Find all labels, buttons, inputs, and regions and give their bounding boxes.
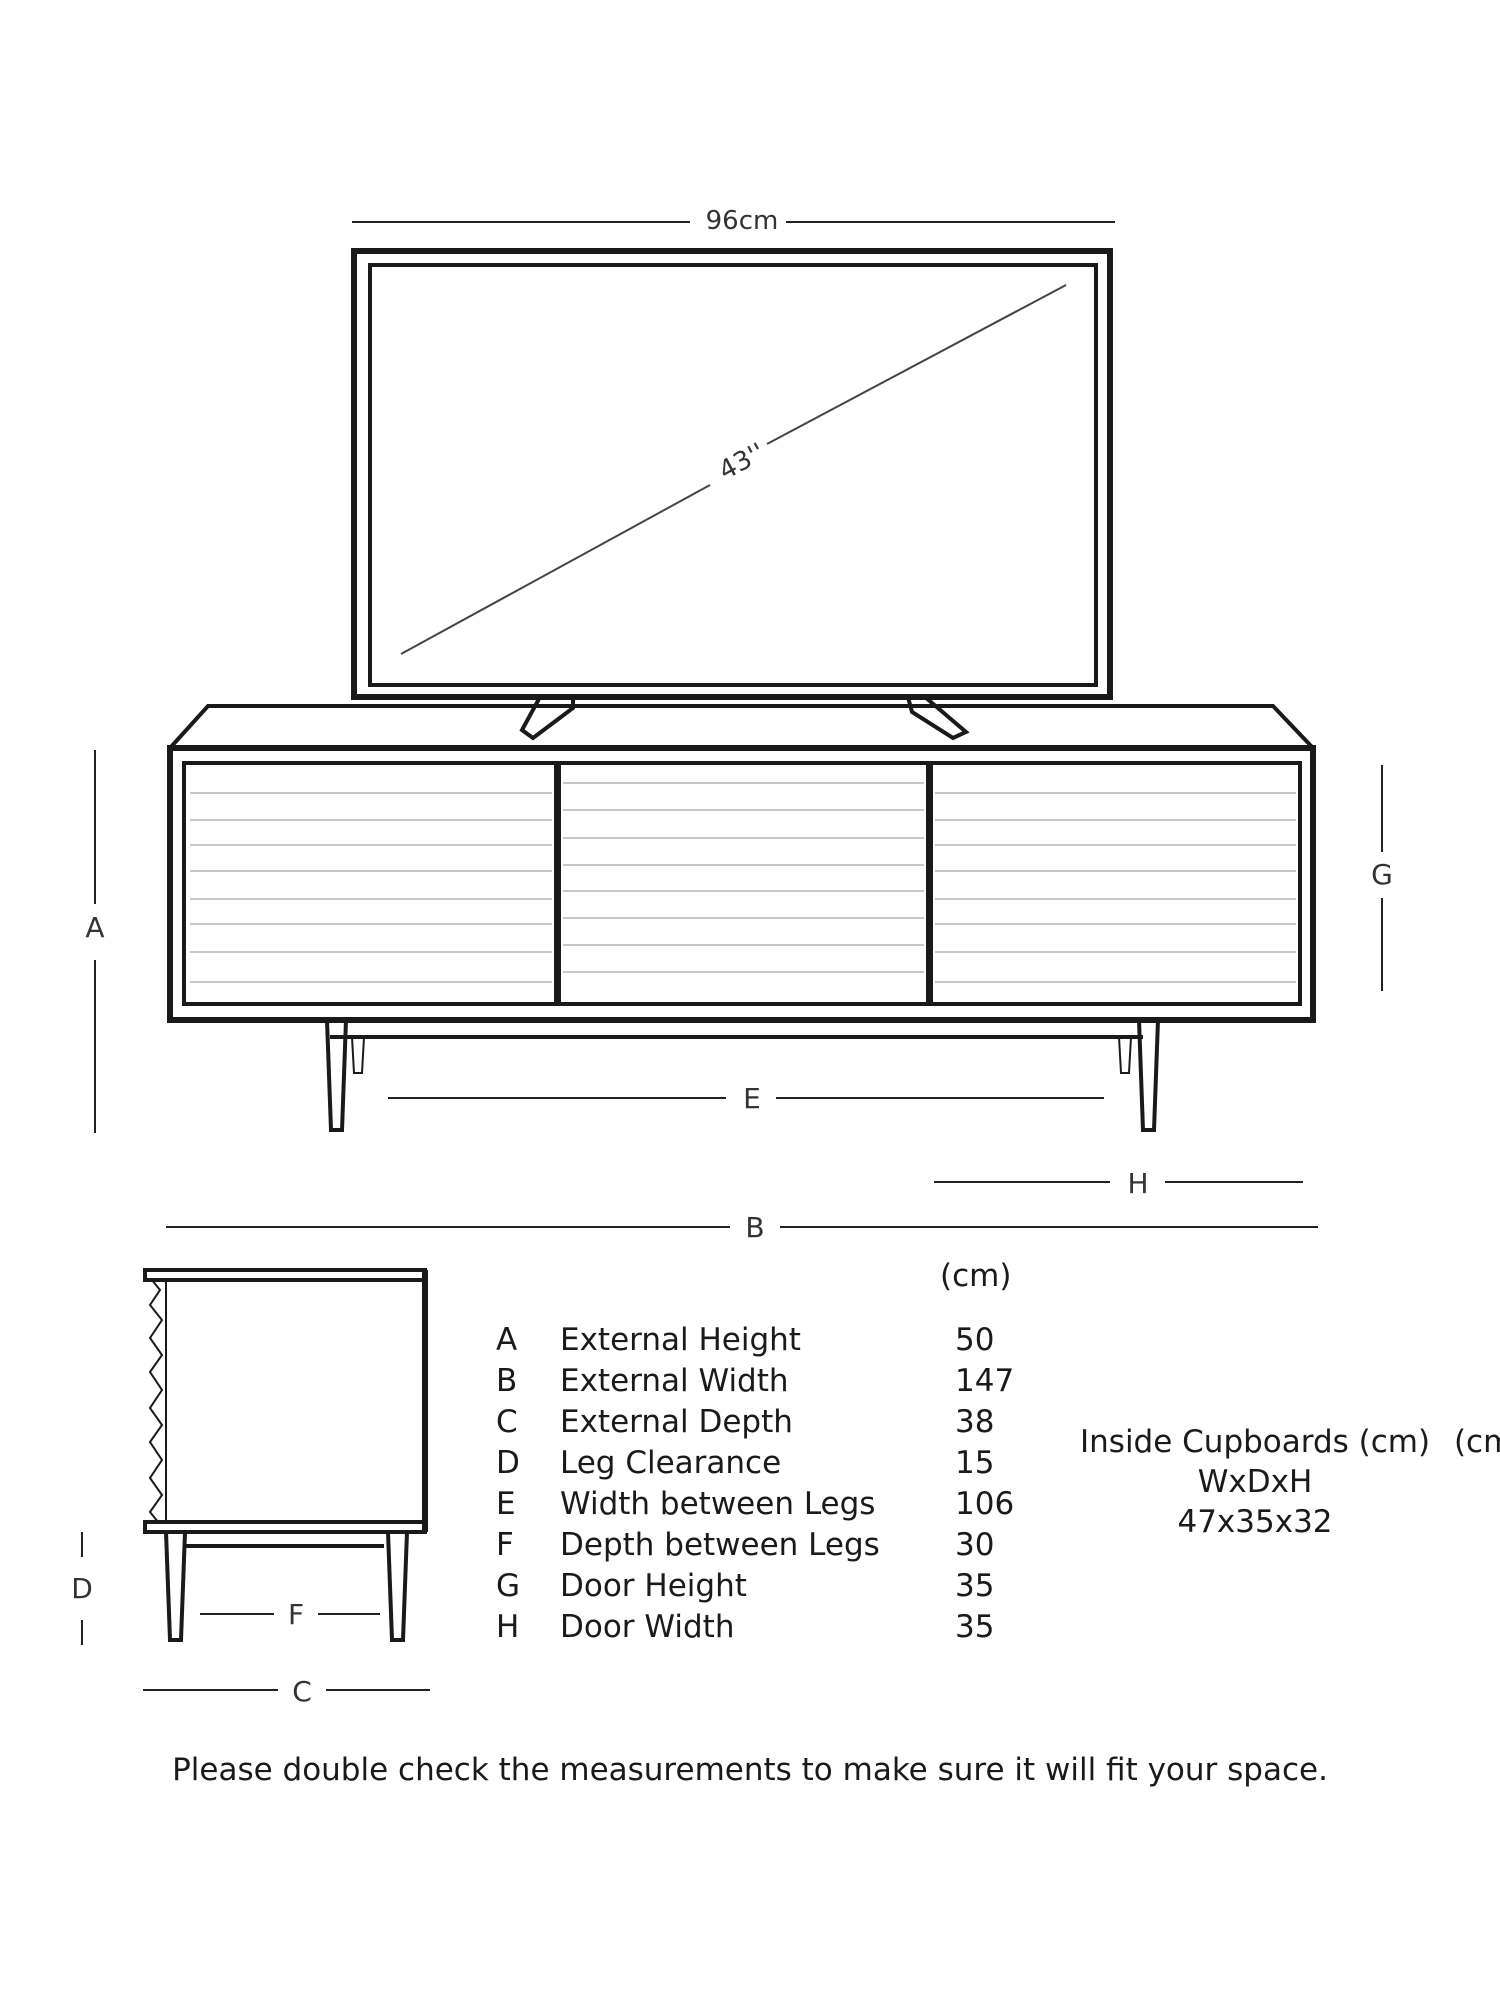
dimension-b: B bbox=[166, 1211, 1318, 1244]
spec-name-a: External Height bbox=[560, 1322, 801, 1358]
door-slats bbox=[190, 782, 1296, 983]
spec-letter-h: H bbox=[496, 1609, 520, 1645]
spec-value-f: 30 bbox=[955, 1527, 995, 1563]
spec-letter-f: F bbox=[496, 1527, 514, 1563]
inside-cupboards-format: WxDxH bbox=[1197, 1464, 1313, 1500]
spec-name-f: Depth between Legs bbox=[560, 1527, 880, 1563]
dimension-e-label: E bbox=[743, 1082, 761, 1115]
inside-cupboards-extra: (cm bbox=[1453, 1424, 1500, 1460]
spec-letter-g: G bbox=[496, 1568, 521, 1604]
spec-name-c: External Depth bbox=[560, 1404, 793, 1440]
spec-name-h: Door Width bbox=[560, 1609, 735, 1645]
footer-note: Please double check the measurements to … bbox=[172, 1752, 1328, 1788]
back-left-leg bbox=[351, 1036, 365, 1074]
side-right-leg bbox=[386, 1531, 409, 1642]
tv-diagonal-label: 43'' bbox=[714, 438, 770, 487]
side-left-leg bbox=[164, 1531, 187, 1642]
dimension-b-label: B bbox=[745, 1211, 764, 1244]
inside-cupboards-value: 47x35x32 bbox=[1177, 1504, 1333, 1540]
dimension-c: C bbox=[143, 1675, 430, 1708]
back-right-leg bbox=[1118, 1036, 1132, 1074]
dimension-d: D bbox=[71, 1532, 93, 1645]
sideboard-front-view bbox=[167, 704, 1316, 1132]
spec-name-d: Leg Clearance bbox=[560, 1445, 782, 1481]
spec-table-unit-header: (cm) bbox=[940, 1258, 1012, 1294]
spec-letter-d: D bbox=[496, 1445, 520, 1481]
front-right-leg bbox=[1137, 1019, 1160, 1132]
tv-width-dimension: 96cm bbox=[352, 206, 1115, 236]
front-left-leg bbox=[325, 1019, 348, 1132]
inside-cupboards-title: Inside Cupboards (cm) bbox=[1080, 1424, 1431, 1460]
dimension-d-label: D bbox=[71, 1572, 93, 1605]
dimension-a: A bbox=[85, 750, 105, 1133]
spec-value-c: 38 bbox=[955, 1404, 995, 1440]
spec-value-g: 35 bbox=[955, 1568, 995, 1604]
dimension-f-label: F bbox=[288, 1598, 304, 1631]
spec-letter-c: C bbox=[496, 1404, 518, 1440]
spec-name-e: Width between Legs bbox=[560, 1486, 876, 1522]
tv-stand-feet bbox=[519, 695, 970, 741]
dimension-a-label: A bbox=[85, 911, 104, 944]
middle-door bbox=[557, 761, 930, 1006]
right-door bbox=[929, 761, 1302, 1006]
tv-width-label: 96cm bbox=[706, 206, 779, 236]
dimension-h-label: H bbox=[1127, 1167, 1148, 1200]
spec-value-a: 50 bbox=[955, 1322, 995, 1358]
left-door bbox=[182, 761, 558, 1006]
dimension-e: E bbox=[388, 1082, 1104, 1115]
dimension-h: H bbox=[934, 1167, 1303, 1200]
dimension-g-label: G bbox=[1371, 858, 1393, 891]
spec-value-d: 15 bbox=[955, 1445, 995, 1481]
spec-value-h: 35 bbox=[955, 1609, 995, 1645]
spec-letter-b: B bbox=[496, 1363, 518, 1399]
tv-screen: 43'' bbox=[351, 248, 1113, 700]
spec-name-b: External Width bbox=[560, 1363, 789, 1399]
dimension-g: G bbox=[1371, 765, 1393, 991]
dimension-f: F bbox=[200, 1598, 380, 1631]
dimension-c-label: C bbox=[292, 1675, 312, 1708]
spec-value-e: 106 bbox=[955, 1486, 1015, 1522]
spec-letter-e: E bbox=[496, 1486, 516, 1522]
spec-letter-a: A bbox=[496, 1322, 518, 1358]
spec-name-g: Door Height bbox=[560, 1568, 747, 1604]
spec-value-b: 147 bbox=[955, 1363, 1015, 1399]
sideboard-side-view bbox=[143, 1268, 428, 1642]
